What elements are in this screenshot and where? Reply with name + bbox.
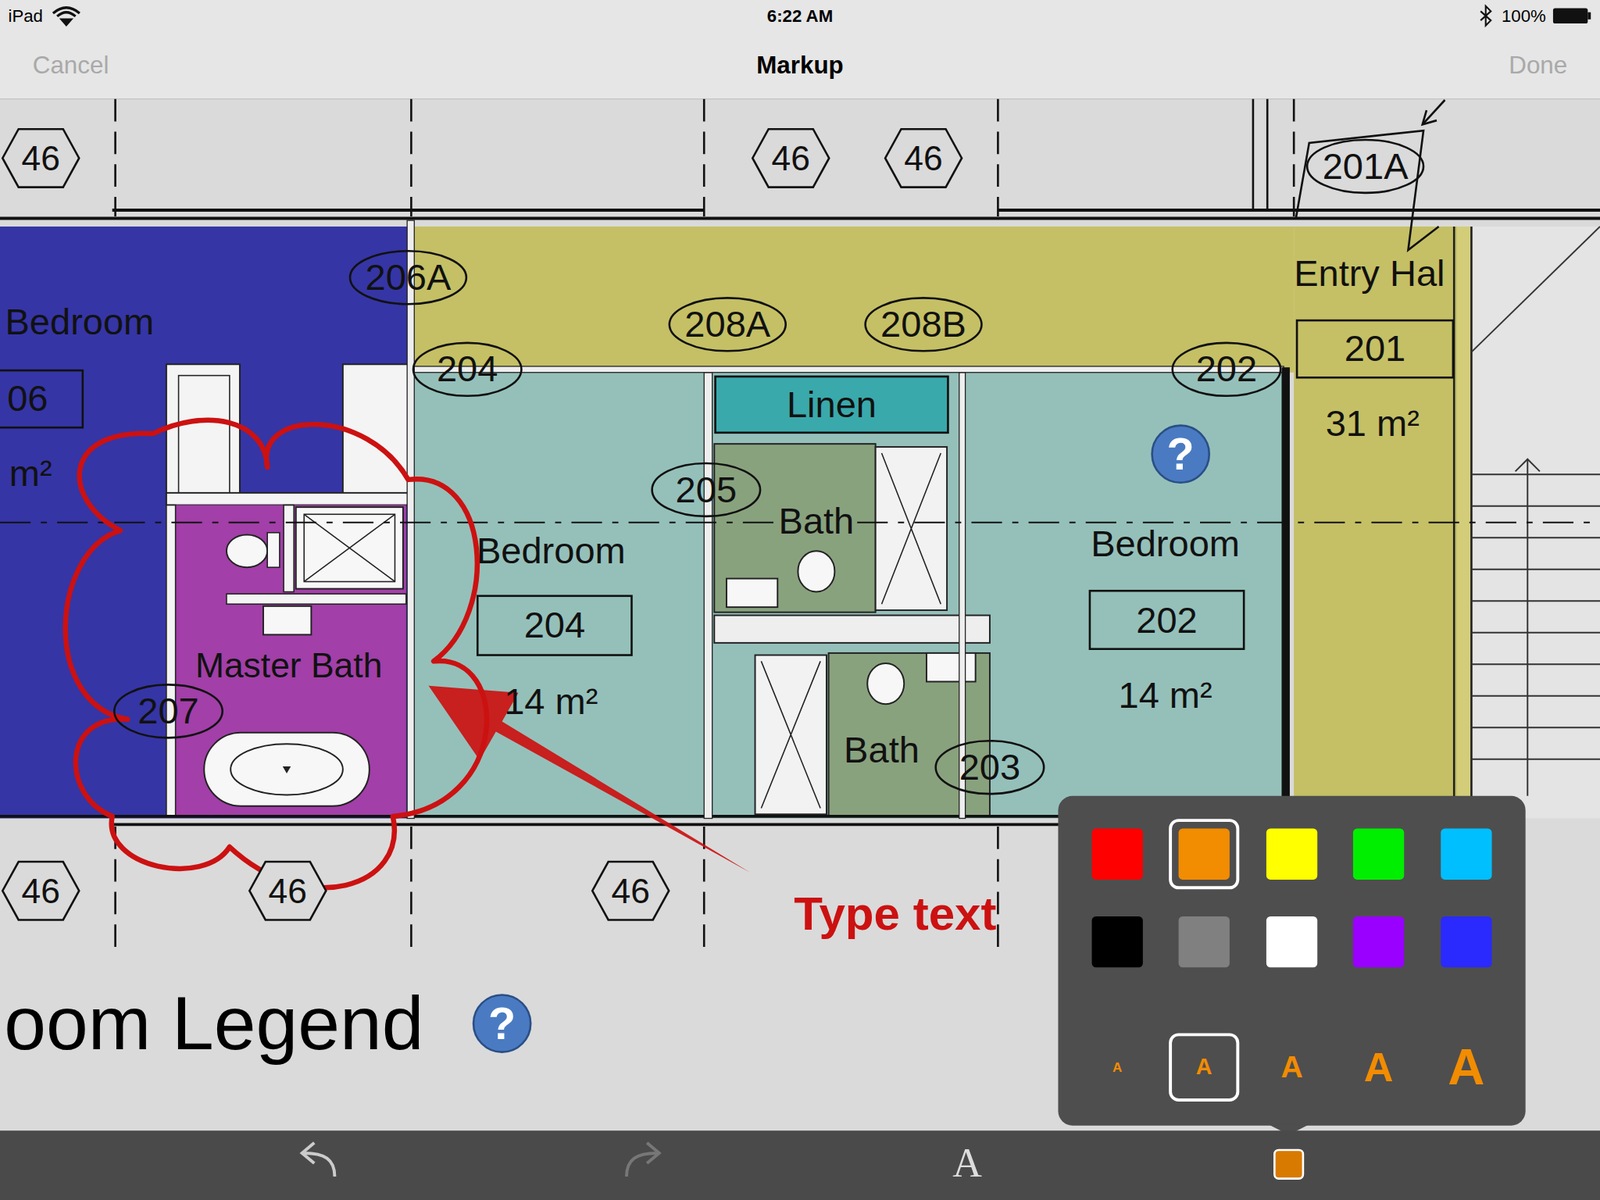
door-number: 201A [1322, 147, 1409, 185]
status-carrier: iPad [7, 7, 43, 25]
room-area: Master Bath [175, 505, 407, 817]
door-number: 208A [684, 306, 771, 343]
text-tool-button: A [952, 1142, 983, 1184]
room-area-value: 14 m² [503, 683, 598, 721]
grid-number: 46 [21, 873, 61, 908]
room-number: Linen [786, 385, 877, 423]
grid-number: 46 [268, 873, 308, 908]
room-name: Master Bath [195, 647, 383, 683]
grid-marker: 46 [883, 127, 964, 189]
room-area: Bedroom 14 m² 204 [414, 373, 704, 817]
text-size-option: A [1196, 1056, 1213, 1079]
room-name: Bath [843, 731, 920, 768]
room-label-box: Linen [714, 375, 949, 434]
door-tag: 204 [410, 340, 524, 398]
door-number: 207 [137, 692, 199, 730]
room-number-box: 204 [476, 594, 633, 656]
door-tag: 201A [1305, 137, 1426, 195]
help-icon: ? [1150, 424, 1211, 484]
room-number: 06 [0, 380, 48, 418]
door-number: 205 [675, 471, 737, 508]
door-tag: 207 [112, 682, 225, 740]
door-number: 202 [1196, 350, 1258, 388]
room-area-value: 14 m² [1117, 677, 1212, 715]
door-tag: 206A [347, 249, 468, 307]
door-tag: 205 [650, 460, 763, 518]
text-size-option: A [1280, 1052, 1303, 1083]
room-number: 201 [1344, 330, 1406, 368]
room-area-value: m² [9, 455, 53, 493]
room-number-box: 201 [1296, 319, 1454, 379]
grid-marker: 46 [590, 860, 671, 922]
door-tag: 208B [863, 296, 984, 354]
room-area: Bedroom m² 06 [0, 226, 408, 817]
room-area: Entry Hal 31 m² 201 [1293, 226, 1458, 798]
room-area: Bath [714, 443, 875, 613]
legend-heading: oom Legend [3, 985, 424, 1062]
room-number: 204 [524, 607, 586, 644]
door-number: 208B [880, 306, 967, 343]
nav-title: Markup [756, 53, 843, 78]
grid-marker: 46 [750, 127, 831, 189]
grid-number: 46 [903, 140, 943, 175]
grid-marker: 46 [247, 860, 328, 922]
room-number: 202 [1135, 601, 1197, 639]
room-name: Bedroom [476, 532, 626, 570]
markup-text: Type text [793, 889, 997, 937]
status-time: 6:22 AM [767, 7, 833, 25]
door-number: 203 [959, 749, 1021, 786]
grid-number: 46 [21, 140, 61, 175]
text-size-option: A [1447, 1042, 1485, 1093]
grid-marker: 46 [0, 127, 81, 189]
grid-marker: 46 [0, 860, 81, 922]
grid-number: 46 [610, 873, 650, 908]
room-name: Bedroom [4, 303, 154, 341]
nav-button: Done [1508, 53, 1568, 78]
door-tag: 203 [933, 739, 1047, 797]
room-name: Bedroom [1090, 525, 1240, 563]
door-number: 204 [436, 350, 498, 388]
room-number-box: 202 [1089, 589, 1246, 650]
text-size-option: A [1364, 1046, 1394, 1088]
room-name: Bath [775, 500, 858, 542]
door-tag: 202 [1170, 340, 1283, 398]
room-number-box: 06 [0, 369, 84, 429]
help-icon: ? [472, 993, 533, 1054]
grid-number: 46 [771, 140, 811, 175]
nav-button: Cancel [32, 53, 110, 78]
room-area-value: 31 m² [1325, 405, 1420, 443]
door-tag: 208A [667, 296, 788, 354]
status-battery: 100% [1501, 7, 1547, 25]
room-name: Entry Hal [1293, 255, 1445, 293]
door-number: 206A [365, 259, 452, 297]
text-size-option: A [1112, 1060, 1122, 1075]
